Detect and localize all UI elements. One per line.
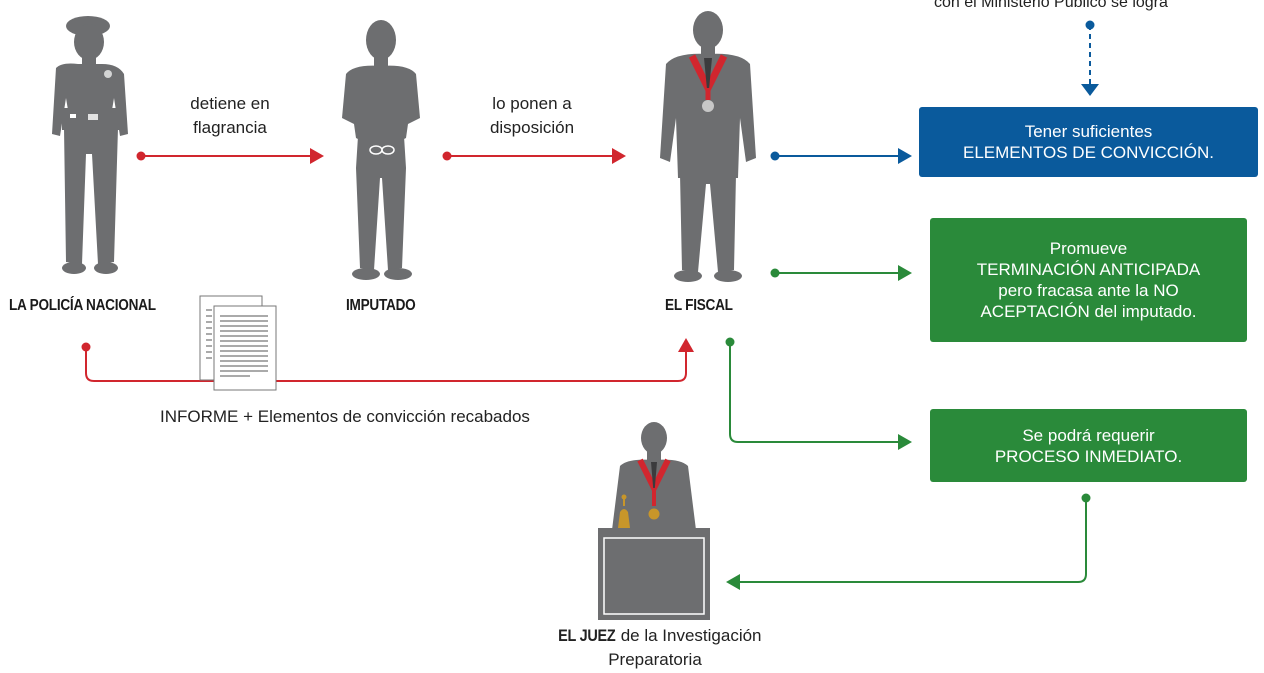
arrow-prosecutor-to-green2 <box>725 337 912 450</box>
box-immediate-process: Se podrá requerir PROCESO INMEDIATO. <box>930 409 1247 482</box>
box-conviction-elements: Tener suficientes ELEMENTOS DE CONVICCIÓ… <box>919 107 1258 177</box>
arrow-top-note-dashed <box>1081 20 1099 96</box>
box-green2-line1: Se podrá requerir <box>1022 425 1155 445</box>
edge-label-detains: detiene en flagrancia <box>170 92 290 140</box>
arrow-prosecutor-to-blue <box>770 148 912 164</box>
arrow-prosecutor-to-green1 <box>770 265 912 281</box>
box-green1-line1: Promueve <box>1049 239 1128 258</box>
top-note: con el Ministerio Público se logra <box>934 0 1168 11</box>
arrow-green2-to-judge <box>726 493 1091 590</box>
prosecutor-label: EL FISCAL <box>665 297 733 314</box>
box-green1-line2: TERMINACIÓN ANTICIPADA <box>976 260 1201 279</box>
box-green1-line3: pero fracasa ante la NO <box>998 281 1179 300</box>
arrow-police-to-accused <box>136 148 324 164</box>
judge-label-rest1: de la Investigación <box>615 626 762 645</box>
judge-label-bold: EL JUEZ <box>558 626 617 645</box>
police-label: LA POLICÍA NACIONAL <box>9 297 156 314</box>
arrow-accused-to-prosecutor <box>442 148 626 164</box>
edge-label-handover-line1: lo ponen a <box>492 94 572 113</box>
box-early-termination: Promueve TERMINACIÓN ANTICIPADA pero fra… <box>930 218 1247 342</box>
box-green2-line2: PROCESO INMEDIATO. <box>994 446 1183 466</box>
prosecutor-figure <box>660 11 756 282</box>
report-label: INFORME + Elementos de convicción recaba… <box>160 407 530 426</box>
edge-label-handover: lo ponen a disposición <box>470 92 594 140</box>
box-blue-line2: ELEMENTOS DE CONVICCIÓN. <box>963 143 1214 162</box>
edge-label-handover-line2: disposición <box>489 118 575 137</box>
judge-label-line1: EL JUEZ de la Investigación <box>520 624 790 648</box>
accused-label: IMPUTADO <box>346 297 416 314</box>
edge-label-detains-line2: flagrancia <box>193 118 267 137</box>
box-blue-line1: Tener suficientes <box>1024 122 1153 141</box>
police-figure <box>52 16 128 274</box>
judge-figure <box>598 422 710 620</box>
judge-label-line2: Preparatoria <box>608 650 702 669</box>
judge-label: EL JUEZ de la Investigación Preparatoria <box>520 624 790 672</box>
edge-label-detains-line1: detiene en <box>190 94 270 113</box>
box-green1-line4: ACEPTACIÓN del imputado. <box>980 302 1197 321</box>
arrow-report-to-prosecutor <box>81 338 694 382</box>
documents-icon <box>199 295 277 391</box>
accused-figure <box>342 20 420 280</box>
